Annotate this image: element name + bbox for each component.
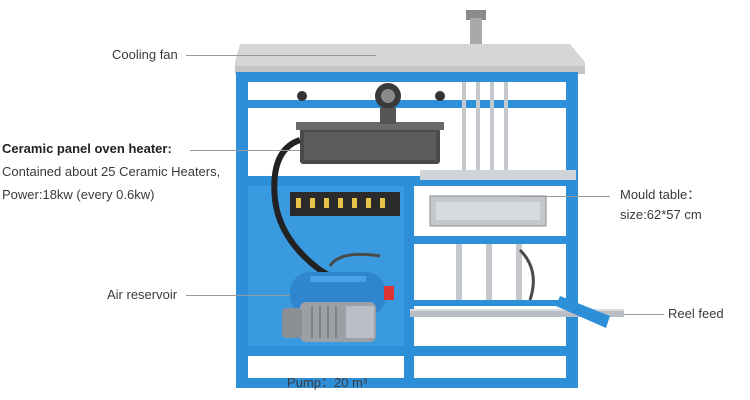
cooling-fan-leader [186,55,376,56]
vacuum-pump [282,302,376,342]
mould-table-label: Mould table： [620,187,701,202]
reel-feed-label: Reel feed [668,306,724,321]
pump-label: Pump：20 m³ [287,375,368,390]
cooling-fan-label: Cooling fan [112,47,178,62]
air-reservoir-label: Air reservoir [107,287,178,302]
exhaust-pipe [466,10,486,44]
machine-frame [236,72,578,388]
reel-feed-bar [410,296,624,328]
heater-title-label: Ceramic panel oven heater: [2,141,172,156]
hoses [328,248,535,301]
air-reservoir-leader [186,295,290,296]
mould-table [420,170,576,300]
mould-table-size-label: size:62*57 cm [620,207,702,222]
heater-leader [190,150,300,151]
heater-line2-label: Power:18kw (every 0.6kw) [2,187,155,202]
heater-line1-label: Contained about 25 Ceramic Heaters, [2,164,221,179]
cooling-fan [297,83,445,124]
top-cover [235,44,585,74]
guide-rods [462,82,508,178]
reel-feed-leader [624,314,664,315]
mould-table-leader [520,196,610,197]
